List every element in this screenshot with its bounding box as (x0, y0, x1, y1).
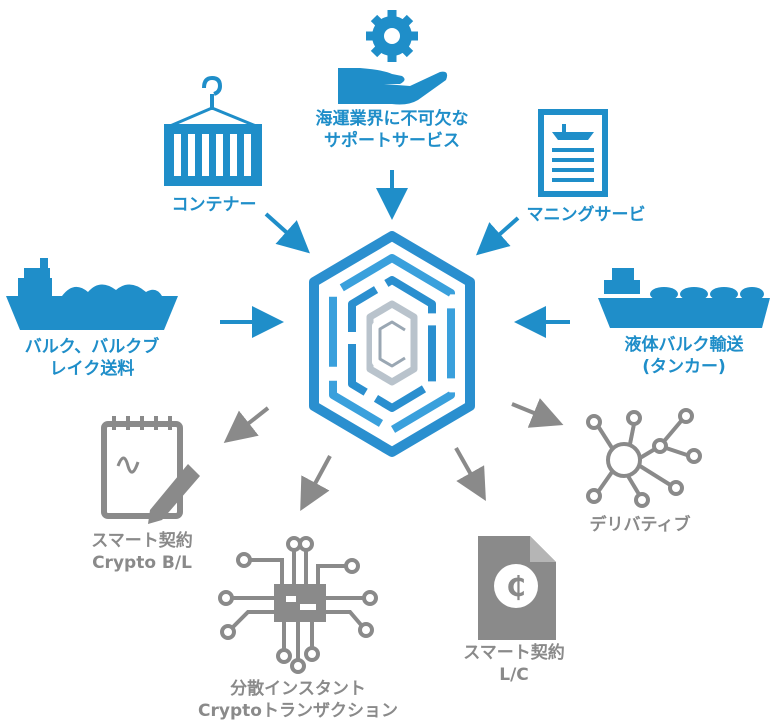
label-container-line1: コンテナー (171, 195, 257, 215)
label-support-services-line1: 海運業界に不可欠な (315, 109, 469, 129)
label-support-services-line2: サポートサービス (324, 131, 460, 151)
label-bulk: バルク、バルクブ レイク送料 (25, 336, 159, 380)
label-smart-bl-line1: スマート契約 (91, 531, 193, 551)
label-tanker-line1: 液体バルク輸送 (624, 335, 744, 355)
circuit-chip-icon (218, 536, 378, 674)
document-ship-icon (538, 109, 608, 197)
label-manning: マニングサービ (527, 204, 646, 226)
label-bulk-line2: レイク送料 (49, 359, 135, 379)
crypto-coin-document-icon: ₵ (478, 536, 556, 640)
contract-pen-icon (101, 416, 200, 524)
label-instant-line2: Cryptoトランザクション (198, 701, 398, 721)
network-nodes-icon (586, 408, 702, 508)
label-smart-bl: スマート契約 Crypto B/L (91, 530, 193, 574)
central-hub-icon (309, 231, 475, 457)
label-instant-line1: 分散インスタント (230, 679, 366, 699)
svg-text:₵: ₵ (506, 570, 525, 603)
label-support-services: 海運業界に不可欠な サポートサービス (316, 108, 469, 152)
label-smart-lc-line2: L/C (499, 665, 529, 685)
label-derivative-line1: デリバティブ (589, 515, 691, 535)
shipping-container-icon (164, 75, 262, 186)
label-smart-lc-line1: スマート契約 (463, 643, 565, 663)
label-tanker: 液体バルク輸送 (タンカー) (625, 334, 744, 378)
label-derivative: デリバティブ (590, 514, 691, 536)
input-arrows (220, 170, 570, 338)
bulk-carrier-ship-icon (6, 258, 178, 330)
output-arrows (223, 398, 564, 512)
tanker-ship-icon (598, 268, 770, 328)
label-smart-bl-line2: Crypto B/L (92, 553, 192, 573)
label-instant-transaction: 分散インスタント Cryptoトランザクション (198, 678, 398, 722)
label-smart-lc: スマート契約 L/C (463, 642, 565, 686)
label-container: コンテナー (172, 194, 257, 216)
label-manning-line1: マニングサービ (526, 205, 646, 225)
hand-gear-icon (338, 10, 448, 105)
label-tanker-line2: (タンカー) (642, 357, 726, 377)
label-bulk-line1: バルク、バルクブ (24, 337, 160, 357)
